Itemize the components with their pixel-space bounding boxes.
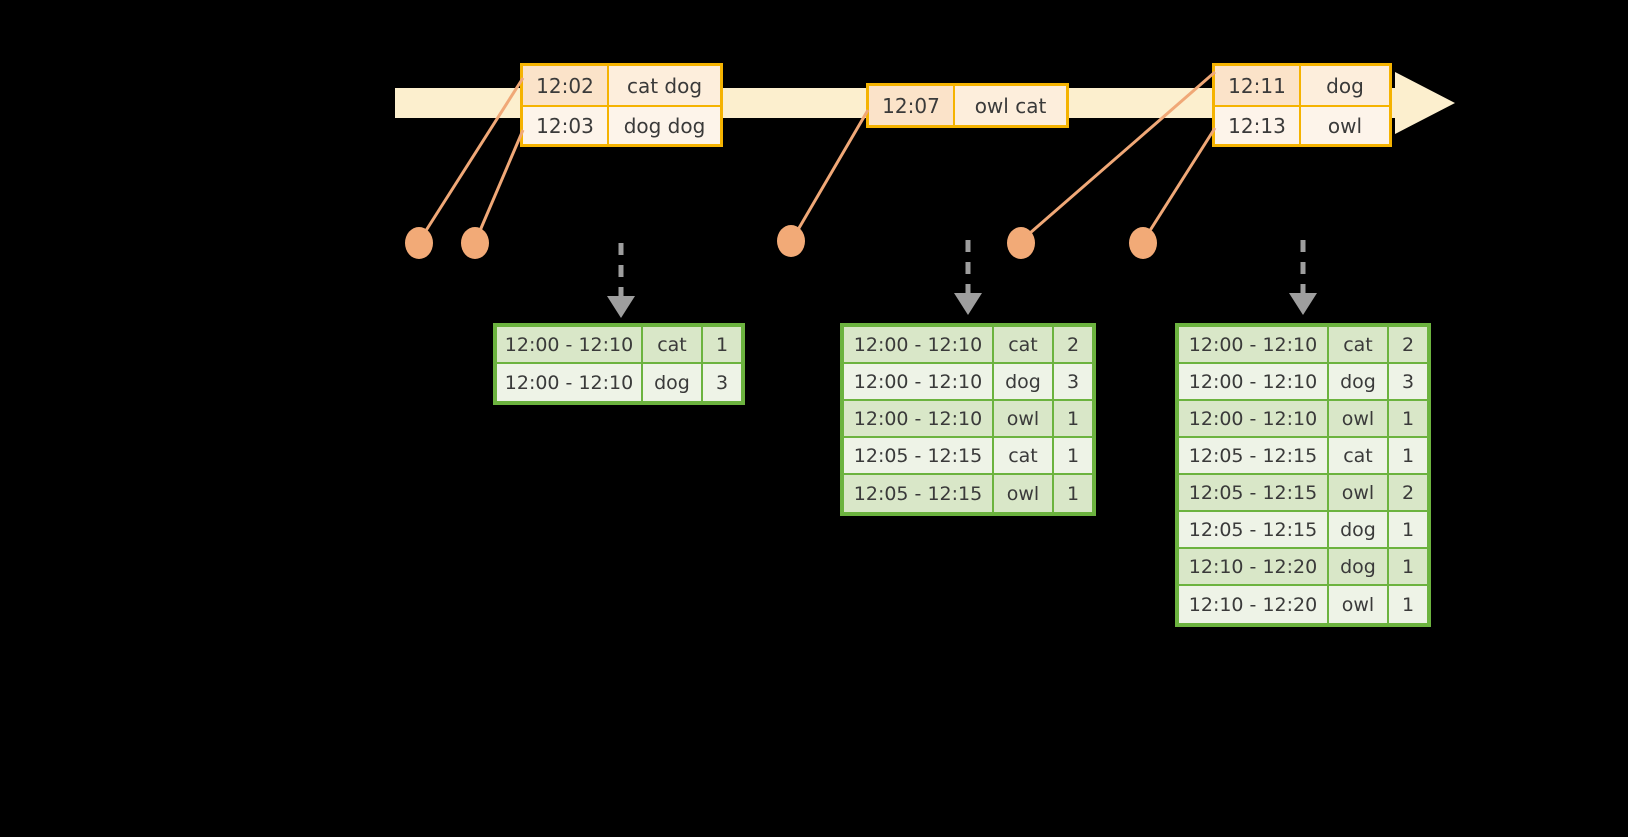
cell-word: dog xyxy=(1329,364,1389,399)
cell-count: 1 xyxy=(1389,586,1427,623)
event-time: 12:02 xyxy=(523,66,609,105)
event-markers xyxy=(405,225,1157,259)
event-row: 12:13 owl xyxy=(1215,105,1389,144)
cell-count: 1 xyxy=(703,327,741,362)
cell-window: 12:00 - 12:10 xyxy=(497,364,643,401)
event-row: 12:11 dog xyxy=(1215,66,1389,105)
cell-window: 12:05 - 12:15 xyxy=(844,475,994,512)
cell-count: 3 xyxy=(703,364,741,401)
event-time: 12:07 xyxy=(869,86,955,125)
event-time: 12:13 xyxy=(1215,107,1301,144)
cell-word: dog xyxy=(643,364,703,401)
cell-window: 12:05 - 12:15 xyxy=(1179,475,1329,510)
cell-count: 2 xyxy=(1389,475,1427,510)
cell-count: 3 xyxy=(1389,364,1427,399)
cell-count: 1 xyxy=(1389,401,1427,436)
event-row: 12:03 dog dog xyxy=(523,105,720,144)
cell-count: 1 xyxy=(1389,549,1427,584)
cell-word: dog xyxy=(1329,549,1389,584)
cell-window: 12:00 - 12:10 xyxy=(1179,364,1329,399)
cell-window: 12:00 - 12:10 xyxy=(844,364,994,399)
cell-word: cat xyxy=(1329,438,1389,473)
cell-word: owl xyxy=(1329,401,1389,436)
cell-window: 12:05 - 12:15 xyxy=(1179,438,1329,473)
cell-word: dog xyxy=(1329,512,1389,547)
event-group-3: 12:11 dog 12:13 owl xyxy=(1212,63,1392,147)
cell-count: 3 xyxy=(1054,364,1092,399)
cell-window: 12:00 - 12:10 xyxy=(1179,327,1329,362)
cell-window: 12:10 - 12:20 xyxy=(1179,549,1329,584)
cell-window: 12:00 - 12:10 xyxy=(497,327,643,362)
cell-window: 12:05 - 12:15 xyxy=(844,438,994,473)
cell-count: 1 xyxy=(1054,475,1092,512)
marker-12-11 xyxy=(1007,227,1035,259)
cell-window: 12:00 - 12:10 xyxy=(844,327,994,362)
cell-word: cat xyxy=(1329,327,1389,362)
cell-window: 12:05 - 12:15 xyxy=(1179,512,1329,547)
cell-word: owl xyxy=(1329,586,1389,623)
flow-arrow-heads xyxy=(607,293,1317,318)
cell-word: owl xyxy=(994,401,1054,436)
event-group-1: 12:02 cat dog 12:03 dog dog xyxy=(520,63,723,147)
cell-word: cat xyxy=(994,438,1054,473)
cell-count: 1 xyxy=(1389,512,1427,547)
event-words: owl xyxy=(1327,113,1363,138)
cell-word: cat xyxy=(994,327,1054,362)
cell-word: owl xyxy=(1329,475,1389,510)
flow-arrows xyxy=(618,240,1306,296)
marker-12-03 xyxy=(461,227,489,259)
event-group-2: 12:07 owl cat xyxy=(866,83,1069,128)
event-words: dog xyxy=(1326,73,1364,98)
cell-count: 1 xyxy=(1054,438,1092,473)
cell-window: 12:00 - 12:10 xyxy=(844,401,994,436)
event-time: 12:03 xyxy=(523,107,609,144)
cell-count: 1 xyxy=(1389,438,1427,473)
cell-word: cat xyxy=(643,327,703,362)
cell-word: dog xyxy=(994,364,1054,399)
cell-count: 2 xyxy=(1054,327,1092,362)
marker-12-07 xyxy=(777,225,805,257)
marker-12-02 xyxy=(405,227,433,259)
cell-count: 2 xyxy=(1389,327,1427,362)
event-words: cat dog xyxy=(626,73,703,98)
cell-word: owl xyxy=(994,475,1054,512)
cell-window: 12:00 - 12:10 xyxy=(1179,401,1329,436)
cell-window: 12:10 - 12:20 xyxy=(1179,586,1329,623)
event-row: 12:02 cat dog xyxy=(523,66,720,105)
event-row: 12:07 owl cat xyxy=(869,86,1066,125)
event-words: owl cat xyxy=(974,93,1047,118)
marker-12-13 xyxy=(1129,227,1157,259)
cell-count: 1 xyxy=(1054,401,1092,436)
event-time: 12:11 xyxy=(1215,66,1301,105)
event-words: dog dog xyxy=(623,113,706,138)
